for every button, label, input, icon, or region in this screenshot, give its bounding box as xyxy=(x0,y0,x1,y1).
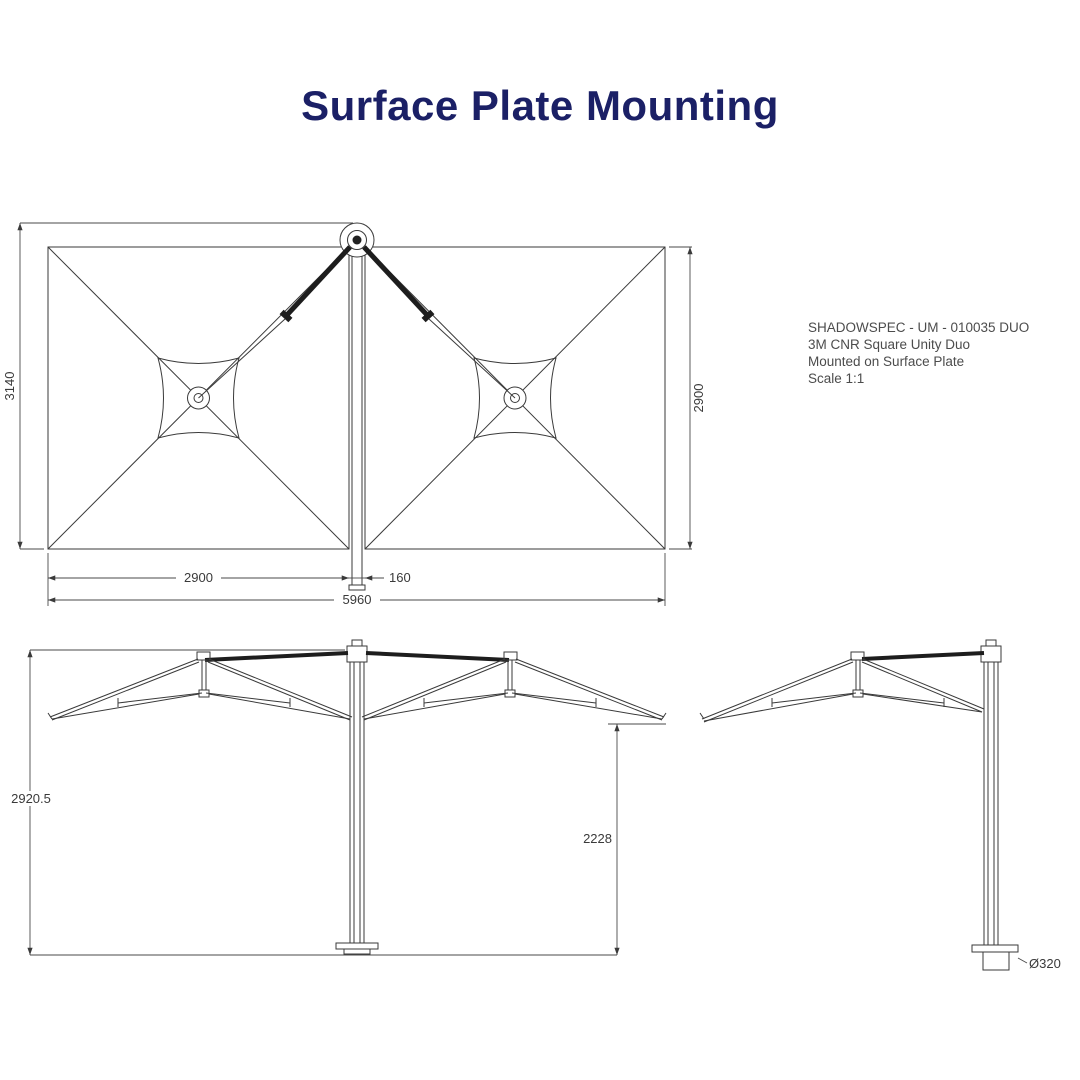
annotation-line-scale: Scale 1:1 xyxy=(808,371,865,386)
annotation-line-mounting: Mounted on Surface Plate xyxy=(808,354,965,369)
front-elevation-drawing xyxy=(47,639,667,955)
annotation-line-model: SHADOWSPEC - UM - 010035 DUO xyxy=(808,320,1030,335)
front-elevation-dimensions: 2920.5 2228 xyxy=(7,649,666,956)
dim-label-width-total: 5960 xyxy=(343,592,372,607)
dim-label-base-diameter: Ø320 xyxy=(1029,956,1061,971)
page-title: Surface Plate Mounting xyxy=(301,82,779,129)
dim-label-height-left: 3140 xyxy=(2,372,17,401)
dim-label-pole-width: 160 xyxy=(389,570,411,585)
top-view-dimensions: 3140 2900 2900 160 5960 xyxy=(2,222,706,608)
annotation-line-product: 3M CNR Square Unity Duo xyxy=(808,337,971,352)
side-elevation-dimensions: Ø320 xyxy=(1017,956,1061,971)
top-view-drawing xyxy=(47,222,666,591)
side-elevation-drawing xyxy=(699,639,1019,971)
drawing-annotation: SHADOWSPEC - UM - 010035 DUO 3M CNR Squa… xyxy=(808,319,1048,387)
dim-label-clearance-height: 2228 xyxy=(583,831,612,846)
dim-label-total-height: 2920.5 xyxy=(11,791,51,806)
dim-label-width-half: 2900 xyxy=(184,570,213,585)
dim-label-height-right: 2900 xyxy=(691,384,706,413)
